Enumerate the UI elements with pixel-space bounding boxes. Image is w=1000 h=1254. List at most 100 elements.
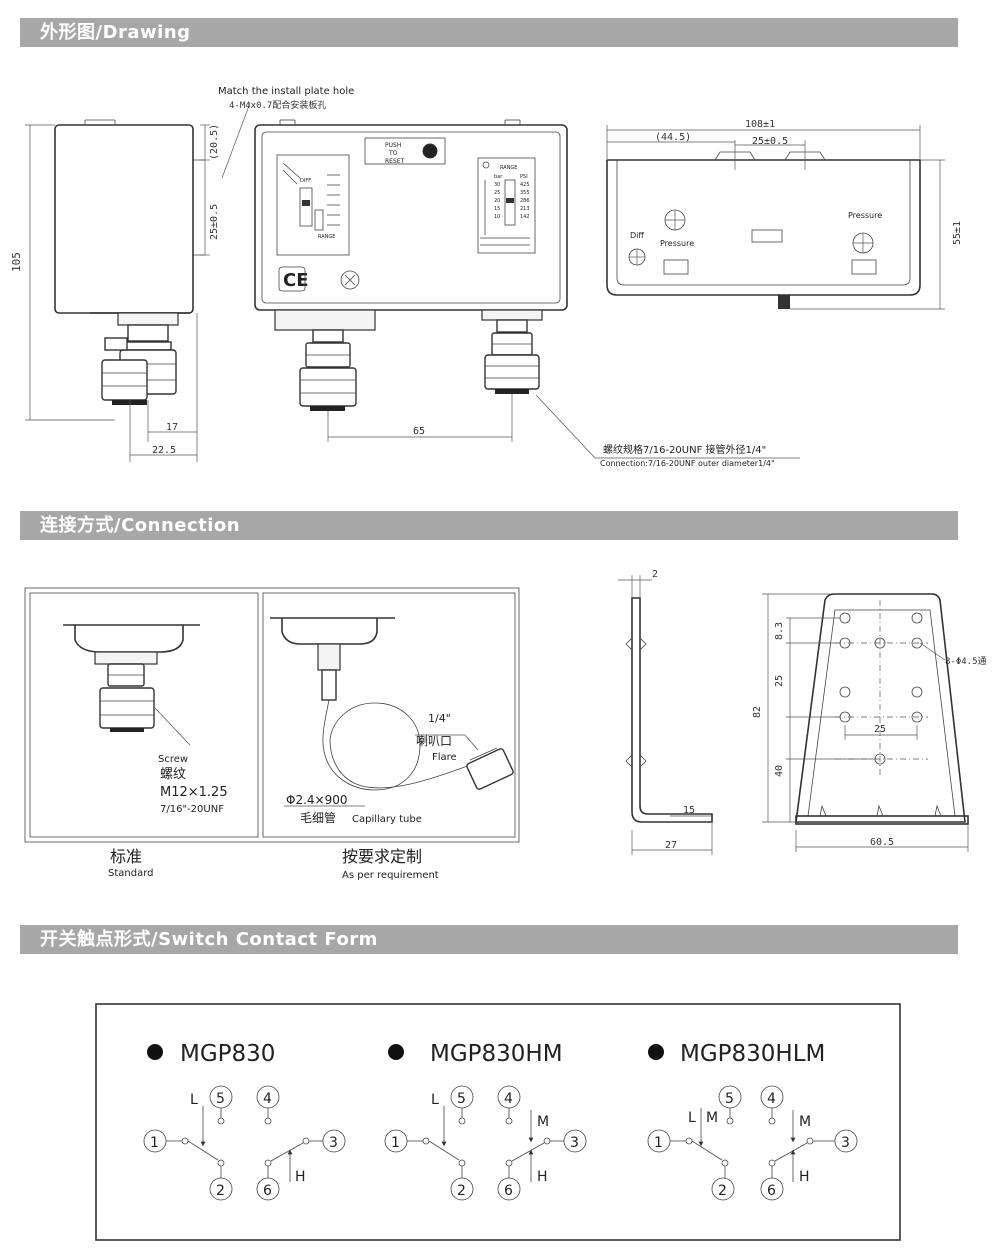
dim-25: 25±0.5	[209, 204, 220, 240]
reset-button-icon	[422, 143, 438, 159]
dim-bracket-8-3: 8.3	[774, 622, 785, 640]
install-note-en: Match the install plate hole	[218, 86, 354, 97]
node-4: 4	[263, 1091, 272, 1107]
node-2: 2	[718, 1183, 727, 1199]
bracket-front-view: 25 8-Φ4.5通 82 8.3 25 40 60.5	[752, 593, 987, 852]
flare-label-cn: 喇叭口	[416, 733, 452, 748]
contact-diagram-mgp830hlm: MGP830HLM 1 2 5 L M 4 6 3 M H	[647, 1041, 858, 1201]
connection-spec-en: Connection:7/16-20UNF outer diameter1/4"	[600, 459, 775, 468]
standard-label-cn: 标准	[110, 847, 142, 866]
capillary-connection: 1/4" 喇叭口 Flare Φ2.4×900 毛细管 Capillary tu…	[270, 617, 514, 825]
pressure-label-1: Pressure	[660, 239, 694, 248]
dim-44-5: (44.5)	[655, 132, 691, 143]
label-h: H	[799, 1169, 810, 1185]
label-h: H	[295, 1169, 306, 1185]
capillary-size: Φ2.4×900	[286, 793, 348, 807]
standard-connection: Screw 螺纹 M12×1.25 7/16"-20UNF	[63, 624, 228, 815]
dim-bracket-2: 2	[652, 569, 658, 580]
node-3: 3	[570, 1135, 579, 1151]
scale-left-values: 30 25 20 15 10	[494, 182, 500, 220]
section-title-contact: 开关触点形式/Switch Contact Form	[20, 925, 958, 954]
dim-65: 65	[413, 426, 425, 437]
bracket-side-view: 2 15 27	[618, 569, 713, 855]
scale-left-2: 20	[494, 198, 500, 204]
node-6: 6	[504, 1183, 513, 1199]
hole-spec: 8-Φ4.5通	[945, 656, 987, 667]
node-4: 4	[767, 1091, 776, 1107]
dim-bracket-15: 15	[683, 805, 695, 816]
connection-frame	[24, 587, 520, 843]
scale-right-4: 142	[520, 214, 530, 220]
label-l: L	[688, 1110, 696, 1126]
node-2: 2	[457, 1183, 466, 1199]
flare-label-en: Flare	[432, 752, 457, 763]
node-1: 1	[150, 1135, 159, 1151]
screw-icon	[340, 270, 360, 290]
range-label-left: RANGE	[318, 234, 335, 240]
capillary-label-en: Capillary tube	[352, 814, 422, 825]
connection-drawing: Screw 螺纹 M12×1.25 7/16"-20UNF 1/4" 喇叭口 F…	[24, 569, 987, 881]
custom-label-en: As per requirement	[342, 870, 439, 881]
dim-108: 108±1	[745, 119, 775, 130]
screw-label-cn: 螺纹	[160, 767, 186, 782]
label-m: M	[537, 1114, 549, 1130]
scale-left-3: 15	[494, 206, 500, 212]
scale-right-values: 425 355 286 213 142	[520, 182, 530, 220]
model-mgp830: MGP830	[180, 1041, 275, 1067]
front-view: PUSH TO RESET DIFF. RANGE RANGE bar PSI …	[254, 119, 800, 459]
label-m-right: M	[799, 1114, 811, 1130]
install-note-cn: 4-M4x0.7配合安装板孔	[229, 99, 326, 111]
node-3: 3	[841, 1135, 850, 1151]
dim-55: 55±1	[952, 221, 963, 245]
scale-left-0: 30	[494, 182, 500, 188]
dim-bracket-25-b: 25	[874, 724, 886, 735]
diff-label-bottom: Diff	[630, 231, 644, 240]
label-h: H	[537, 1169, 548, 1185]
bar-unit: bar	[494, 174, 503, 180]
bullet-icon	[147, 1044, 163, 1060]
node-5: 5	[725, 1091, 734, 1107]
range-label-right: RANGE	[500, 165, 517, 171]
dim-bracket-82: 82	[752, 706, 763, 718]
pressure-label-2: Pressure	[848, 211, 882, 220]
outline-drawing: 105 (20.5) 25±0.5 17 22.5 Match the inst…	[10, 86, 963, 468]
thread-m12: M12×1.25	[160, 785, 228, 800]
flare-size: 1/4"	[428, 712, 451, 725]
dim-bracket-27: 27	[665, 840, 677, 851]
side-view: 105 (20.5) 25±0.5 17 22.5	[10, 119, 220, 462]
node-1: 1	[391, 1135, 400, 1151]
node-5: 5	[216, 1091, 225, 1107]
thread-unf: 7/16"-20UNF	[160, 804, 224, 815]
node-2: 2	[216, 1183, 225, 1199]
scale-right-1: 355	[520, 190, 530, 196]
scale-left-1: 25	[494, 190, 500, 196]
dim-bracket-40: 40	[774, 765, 785, 777]
contact-diagram-mgp830: MGP830 1 2 5 L 4 6 3 H	[143, 1041, 346, 1201]
reset-label-1: PUSH	[385, 142, 401, 149]
capillary-label-cn: 毛细管	[300, 810, 336, 825]
node-3: 3	[329, 1135, 338, 1151]
node-5: 5	[457, 1091, 466, 1107]
node-6: 6	[263, 1183, 272, 1199]
scale-right-2: 286	[520, 198, 530, 204]
section-title-connection: 连接方式/Connection	[20, 511, 958, 540]
ce-mark: CE	[283, 270, 309, 291]
model-mgp830hlm: MGP830HLM	[680, 1041, 825, 1067]
contact-diagram-mgp830hm: MGP830HM 1 2 5 L 4 6 3 M H	[384, 1041, 587, 1201]
dim-17: 17	[166, 422, 178, 433]
section-title-drawing: 外形图/Drawing	[20, 18, 958, 47]
dim-105: 105	[10, 252, 23, 272]
bracket-holes	[839, 612, 923, 765]
dim-20-5: (20.5)	[209, 124, 220, 160]
standard-label-en: Standard	[108, 868, 154, 879]
contact-frame	[95, 1003, 901, 1241]
diff-label: DIFF.	[300, 178, 312, 184]
node-4: 4	[504, 1091, 513, 1107]
dim-bracket-60-5: 60.5	[870, 837, 894, 848]
dim-bracket-25: 25	[774, 675, 785, 687]
label-l: L	[431, 1092, 439, 1108]
bottom-view: Pressure Diff Pressure 108±1 (44.5) 25±0…	[606, 119, 963, 310]
reset-label-3: RESET	[385, 158, 405, 165]
connection-spec-cn: 螺纹规格7/16-20UNF 接管外径1/4"	[603, 443, 766, 456]
bullet-icon	[648, 1044, 664, 1060]
